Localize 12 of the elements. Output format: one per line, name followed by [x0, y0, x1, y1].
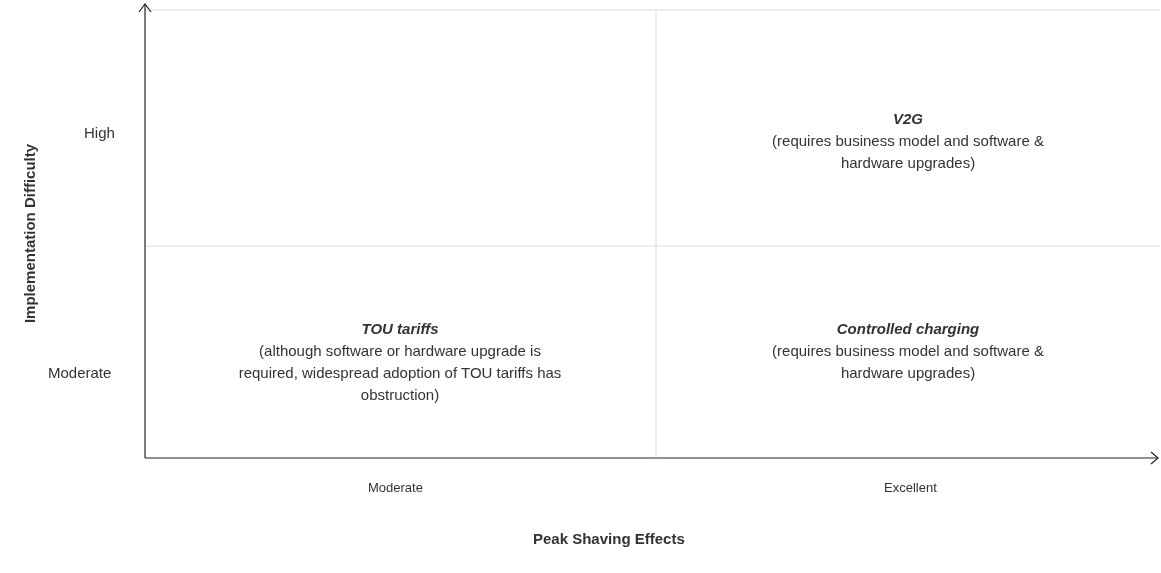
tick-label: High	[84, 124, 115, 141]
axis-title: Implementation Difficulty	[21, 143, 39, 324]
quadrant-description: (although software or hardware upgrade is required, widespread adoption of TOU tariffs has obstruction)	[237, 341, 563, 405]
quadrant-heading: V2G	[892, 109, 924, 129]
tick-label: Moderate	[368, 480, 423, 495]
quadrant-heading: Controlled charging	[835, 319, 981, 339]
quadrant-description: (requires business model and software & hardware upgrades)	[771, 341, 1045, 383]
axis-title: Peak Shaving Effects	[533, 530, 685, 547]
tick-label: Moderate	[48, 364, 112, 381]
tick-label: Excellent	[884, 480, 937, 495]
quadrant-heading: TOU tariffs	[360, 319, 440, 339]
quadrant-description: (requires business model and software & hardware upgrades)	[771, 131, 1045, 173]
